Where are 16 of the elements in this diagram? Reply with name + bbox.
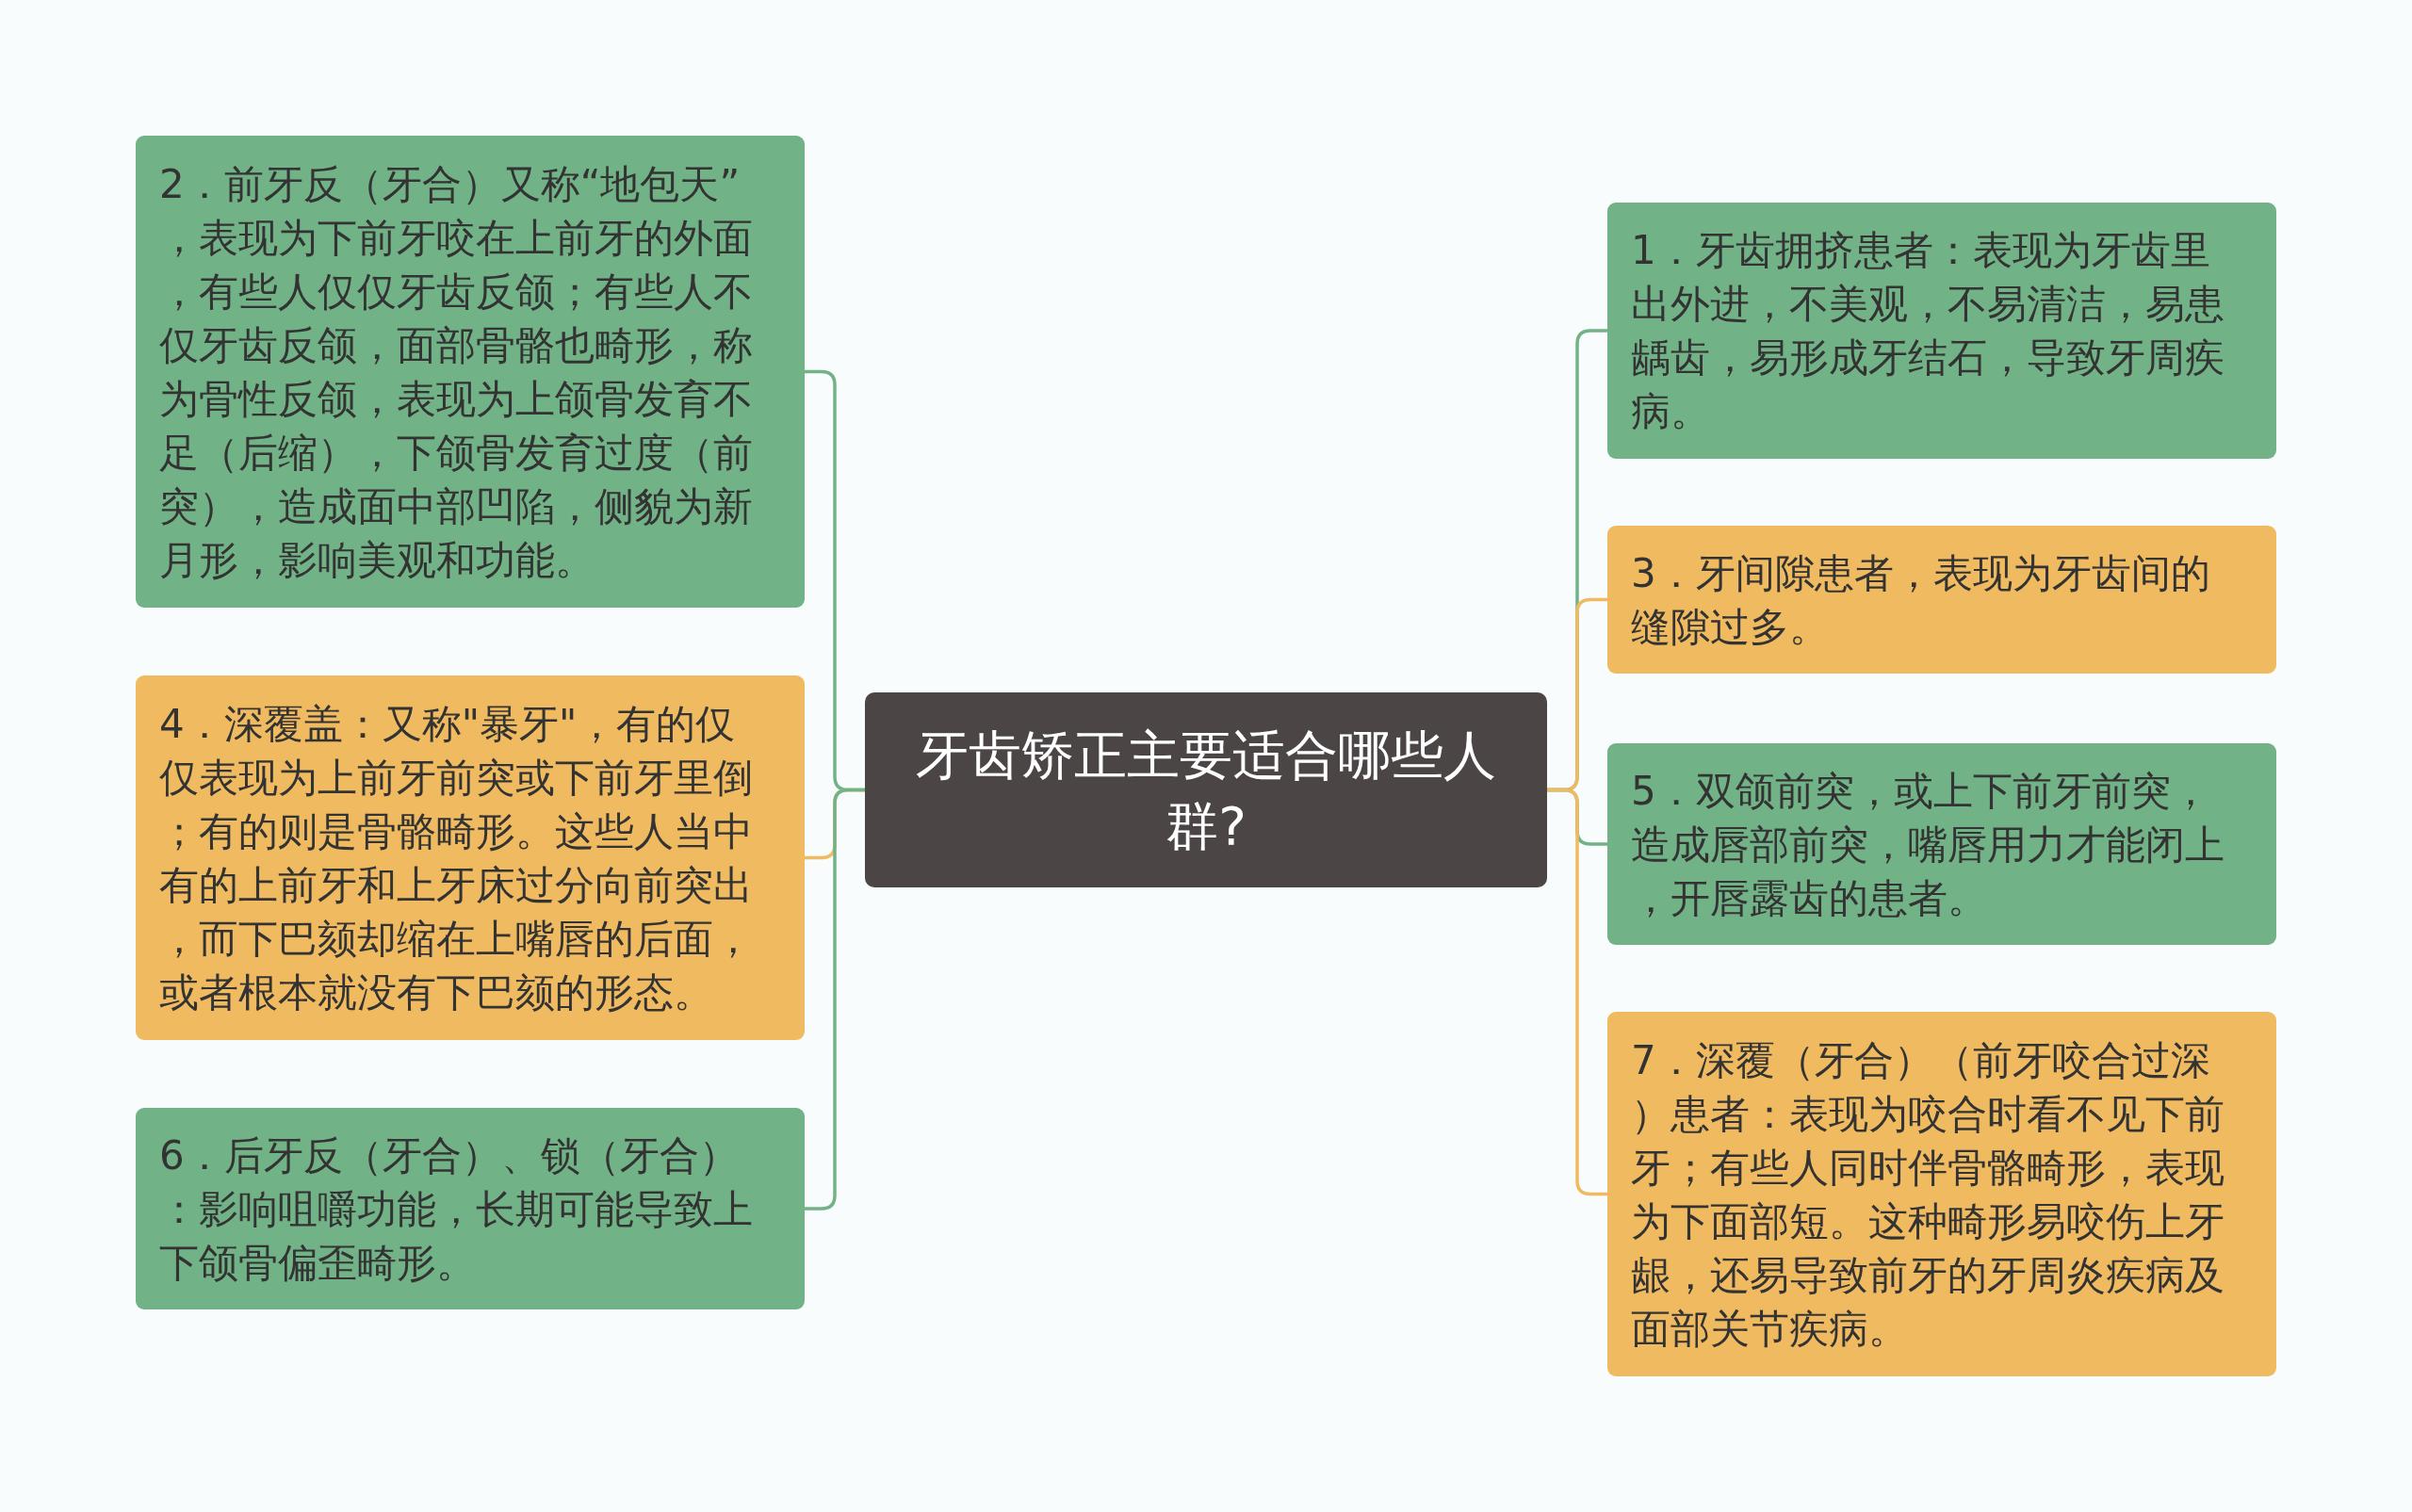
topic-card <box>1607 526 2276 674</box>
topic-text: 3．牙间隙患者，表现为牙齿间的缝隙过多。 <box>1631 548 2211 652</box>
topic-card <box>136 675 805 1040</box>
topic-text: 7．深覆（牙合）（前牙咬合过深）患者：表现为咬合时看不见下前牙；有些人同时伴骨骼畸形，表现为下面部短。这种畸形易咬伤上牙龈，还易导致前牙的牙周炎疾病及面部关节疾病。 <box>1631 1035 2225 1354</box>
topic-card <box>1607 203 2276 459</box>
central-topic-card <box>865 692 1547 887</box>
topic-text: 1．牙齿拥挤患者：表现为牙齿里出外进，不美观，不易清洁，易患龋齿，易形成牙结石，导致牙周疾病。 <box>1631 226 2225 436</box>
topic-card <box>1607 743 2276 945</box>
topic-text: 2．前牙反（牙合）又称“地包天”，表现为下前牙咬在上前牙的外面，有些人仅仅牙齿反颌；有些人不仅牙齿反颌，面部骨骼也畸形，称为骨性反颌，表现为上颌骨发育不足（后缩），下颌骨发育过度（前突），造成面中部凹陷，侧貌为新月形，影响美观和功能。 <box>159 159 754 585</box>
topic-card <box>1607 1012 2276 1376</box>
topic-card <box>136 136 805 608</box>
topic-card <box>136 1108 805 1309</box>
topic-text: 5．双颌前突，或上下前牙前突，造成唇部前突，嘴唇用力才能闭上，开唇露齿的患者。 <box>1631 766 2225 923</box>
topic-text: 4．深覆盖：又称"暴牙"，有的仅仅表现为上前牙前突或下前牙里倒；有的则是骨骼畸形。这些人当中有的上前牙和上牙床过分向前突出，而下巴颏却缩在上嘴唇的后面，或者根本就没有下巴颏的形态。 <box>159 699 754 1017</box>
topic-text: 6．后牙反（牙合）、锁（牙合）：影响咀嚼功能，长期可能导致上下颌骨偏歪畸形。 <box>159 1130 754 1288</box>
central-topic-text: 牙齿矫正主要适合哪些人群? <box>915 723 1497 858</box>
